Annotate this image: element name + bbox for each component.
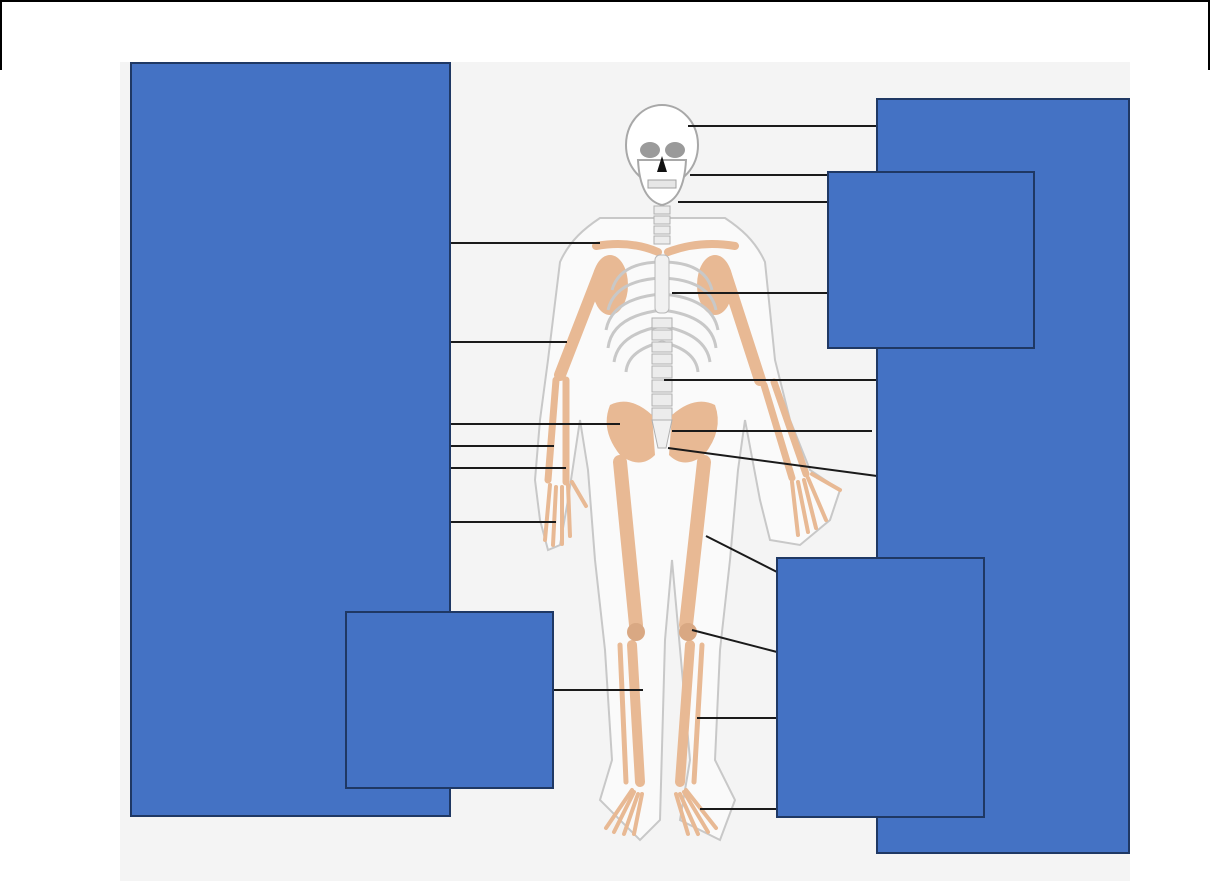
teeth bbox=[648, 180, 676, 188]
patella-right bbox=[679, 623, 697, 641]
label-cover-lower-right bbox=[776, 557, 985, 818]
label-cover-lower-left bbox=[345, 611, 554, 789]
lumbar-vertebrae bbox=[652, 318, 672, 420]
eye-socket-left bbox=[640, 142, 660, 158]
label-cover-right-upper bbox=[827, 171, 1035, 349]
sternum bbox=[655, 255, 669, 313]
patella-left bbox=[627, 623, 645, 641]
skull bbox=[626, 105, 698, 205]
eye-socket-right bbox=[665, 142, 685, 158]
